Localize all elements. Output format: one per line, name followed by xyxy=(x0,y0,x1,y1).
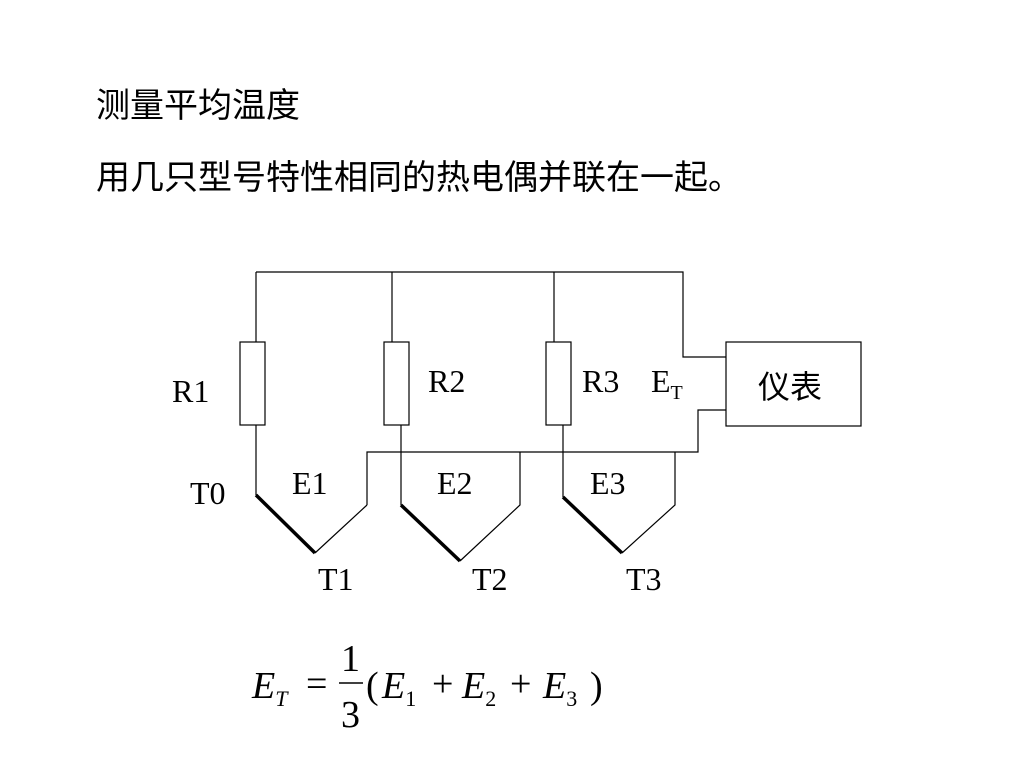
page-subtitle: 用几只型号特性相同的热电偶并联在一起。 xyxy=(96,158,742,198)
meter-box xyxy=(725,341,862,427)
page-title: 测量平均温度 xyxy=(96,86,300,126)
thermocouple-hot-legs xyxy=(254,493,624,563)
formula-plus-1: + xyxy=(432,663,453,705)
formula-lhs: ET xyxy=(251,665,289,711)
tc3-right-leg xyxy=(621,452,676,554)
tc1-right-leg xyxy=(314,504,368,554)
tc2-right-leg xyxy=(459,452,521,562)
formula-term-2-sub: 2 xyxy=(485,686,496,711)
formula-term-2: E2 xyxy=(461,665,496,711)
formula-term-1-sub: 1 xyxy=(405,686,416,711)
tc2-hot-leg xyxy=(399,503,462,563)
meter-label: 仪表 xyxy=(758,368,822,406)
formula-numerator: 1 xyxy=(341,638,360,680)
label-t1: T1 xyxy=(318,561,354,597)
label-cold-junction: T0 xyxy=(190,475,226,511)
label-t2: T2 xyxy=(472,561,508,597)
average-emf-formula: ET = 1 3 ( E1 + E2 + E3 ) xyxy=(251,638,603,736)
formula-lhs-sub: T xyxy=(275,686,289,711)
formula-term-1: E1 xyxy=(381,665,416,711)
top-bus-wire xyxy=(256,271,726,358)
formula-denominator: 3 xyxy=(341,694,360,736)
formula-term-1-base: E xyxy=(381,665,405,707)
label-e1: E1 xyxy=(292,465,328,501)
label-r3: R3 xyxy=(582,363,619,399)
label-r2: R2 xyxy=(428,363,465,399)
resistor-r1 xyxy=(239,341,266,426)
tc3-hot-leg xyxy=(561,495,624,555)
resistor-r3 xyxy=(545,341,572,426)
resistor-r2 xyxy=(383,341,410,426)
label-e2: E2 xyxy=(437,465,473,501)
formula-equals: = xyxy=(306,663,327,705)
formula-lhs-base: E xyxy=(251,665,275,707)
circuit-wires xyxy=(255,271,726,562)
formula-open-paren: ( xyxy=(366,665,379,707)
formula-plus-2: + xyxy=(510,663,531,705)
label-emf-total: ET xyxy=(651,363,683,404)
formula-term-3-sub: 3 xyxy=(566,686,577,711)
label-emf-total-sub: T xyxy=(671,382,683,404)
bottom-bus-wire xyxy=(366,409,726,505)
label-e3: E3 xyxy=(590,465,626,501)
formula-term-3: E3 xyxy=(542,665,577,711)
formula-term-2-base: E xyxy=(461,665,485,707)
label-emf-total-base: E xyxy=(651,363,671,399)
label-r1: R1 xyxy=(172,373,209,409)
label-t3: T3 xyxy=(626,561,662,597)
formula-term-3-base: E xyxy=(542,665,566,707)
formula-close-paren: ) xyxy=(590,665,603,707)
tc1-hot-leg xyxy=(254,493,317,555)
